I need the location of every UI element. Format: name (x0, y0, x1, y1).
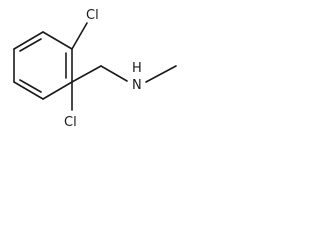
benzene-ring (13, 31, 73, 100)
atom-label-chlorine-bottom: Cl (64, 115, 77, 130)
bond-ring-to-methylene (71, 65, 102, 83)
ring-double-bond-c4-c5 (19, 38, 42, 52)
atom-label-nitrogen: N (132, 78, 142, 93)
ring-bond-c2-c3 (13, 81, 44, 100)
bond-methylene-to-nitrogen (100, 65, 128, 82)
bond-ring-to-chlorine-top (71, 22, 88, 50)
atom-label-chlorine-top: Cl (86, 8, 99, 23)
ring-bond-c4-c5 (13, 31, 44, 50)
ring-bond-c1-c2 (42, 81, 73, 100)
ring-bond-c5-c6 (42, 31, 73, 50)
ring-double-bond-c2-c3 (19, 79, 42, 93)
atom-label-hydrogen: H (132, 61, 142, 76)
structural-formula: Cl Cl H N (13, 8, 177, 130)
bond-nitrogen-to-methyl (145, 65, 177, 83)
